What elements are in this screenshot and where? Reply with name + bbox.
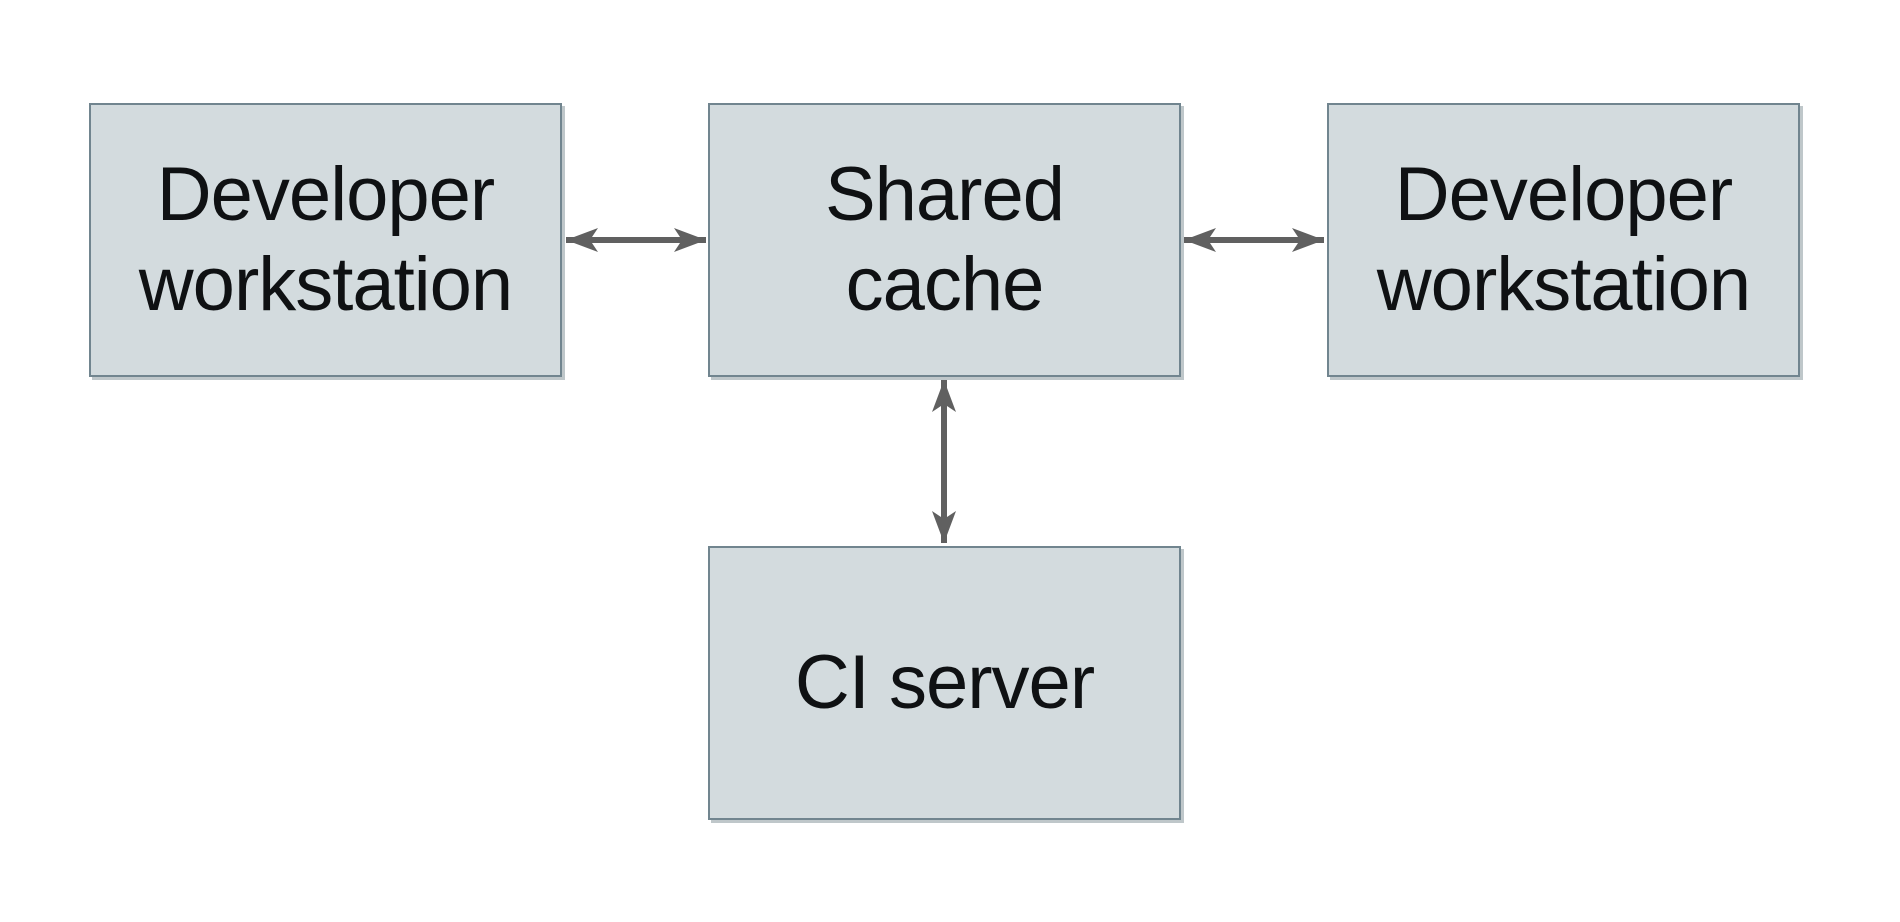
node-shared-cache: Shared cache	[708, 103, 1181, 377]
node-label: Developer workstation	[138, 152, 513, 327]
node-label: Developer workstation	[1376, 152, 1751, 327]
node-ci-server: CI server	[708, 546, 1181, 820]
node-developer-workstation-left: Developer workstation	[89, 103, 562, 377]
node-label: CI server	[794, 640, 1095, 726]
node-developer-workstation-right: Developer workstation	[1327, 103, 1800, 377]
node-label: Shared cache	[824, 152, 1065, 327]
